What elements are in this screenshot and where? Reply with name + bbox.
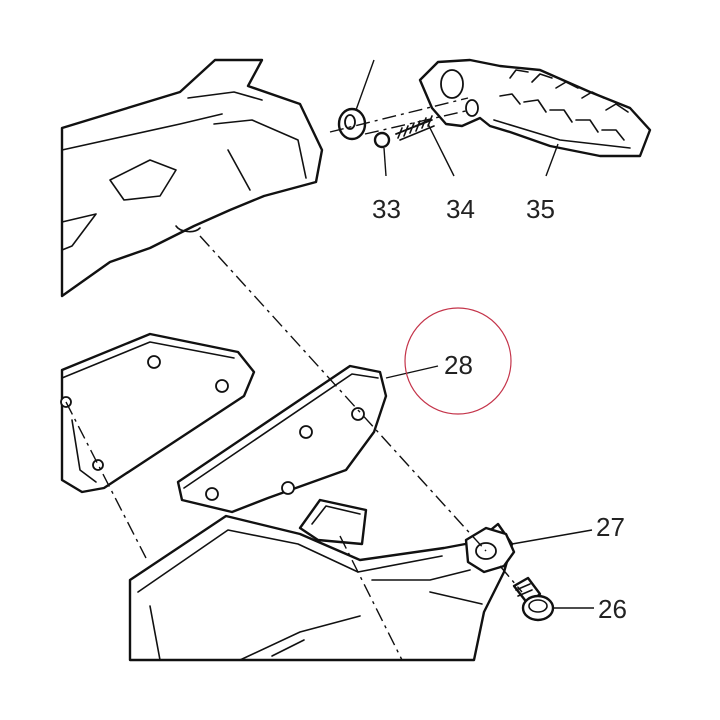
leader-lines — [355, 59, 594, 609]
detent-spring — [395, 115, 435, 141]
washer — [337, 107, 367, 141]
frame-bracket — [60, 58, 324, 298]
footpeg — [418, 58, 652, 158]
rear-set-body — [128, 498, 514, 662]
bracket-plate — [60, 332, 256, 494]
callout-33: 33 — [372, 194, 401, 224]
callout-28: 28 — [444, 350, 473, 380]
highlight-ring — [404, 307, 512, 415]
callout-26: 26 — [598, 594, 627, 624]
callout-27: 27 — [596, 512, 625, 542]
detent-ball — [373, 131, 391, 149]
callout-35: 35 — [526, 194, 555, 224]
heel-guard-plate — [176, 364, 388, 514]
bolt — [512, 576, 555, 622]
assembly-axes — [65, 97, 523, 661]
pivot-boss — [464, 526, 516, 574]
callout-34: 34 — [446, 194, 475, 224]
